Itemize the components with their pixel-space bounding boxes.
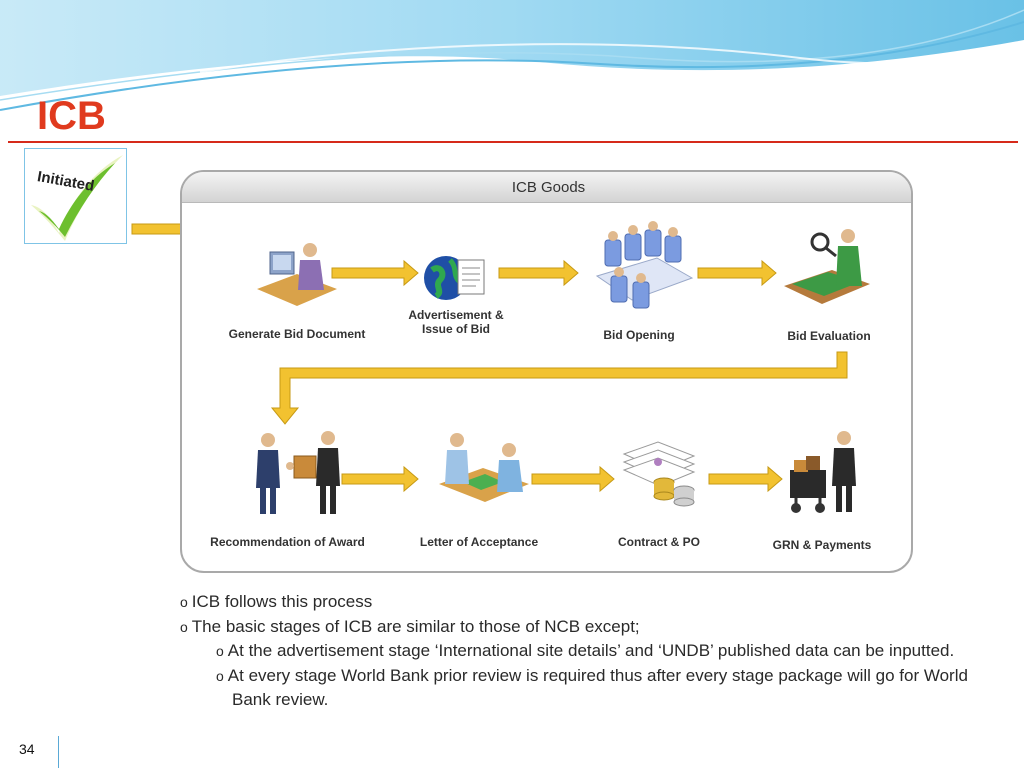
documents-coins-icon	[622, 441, 696, 507]
slide-title: ICB	[37, 94, 106, 138]
bullet-circle-icon: o	[180, 618, 188, 635]
inspector-workbench-icon	[784, 229, 870, 304]
bullet-circle-icon: o	[180, 594, 188, 610]
initiated-badge: Initiated	[24, 148, 127, 244]
flow-arrow-4	[341, 465, 419, 493]
flow-arrow-3	[697, 259, 777, 287]
page-number: 34	[19, 741, 35, 757]
stage-label-contract-po: Contract & PO	[617, 535, 700, 549]
bullet-circle-icon: o	[216, 667, 224, 684]
delivery-cart-icon	[790, 431, 856, 513]
globe-document-icon	[424, 256, 485, 300]
flow-arrow-1	[331, 259, 419, 287]
stage-label-letter-acceptance: Letter of Acceptance	[419, 535, 539, 549]
flow-arrows	[270, 259, 848, 493]
stage-label-advertisement: Advertisement & Issue of Bid	[408, 308, 504, 336]
stage-label-bid-opening: Bid Opening	[603, 328, 675, 342]
flow-arrow-2	[498, 259, 579, 287]
header-wave-decoration	[0, 0, 1024, 111]
flow-arrow-6	[708, 465, 783, 493]
panel-header	[182, 172, 911, 203]
person-at-computer-icon	[257, 243, 337, 306]
stage-label-grn-payments: GRN & Payments	[772, 538, 872, 552]
checkmark-icon	[31, 155, 123, 241]
handing-package-icon	[256, 431, 340, 514]
stage-label-bid-evaluation: Bid Evaluation	[787, 329, 871, 343]
meeting-table-icon	[595, 221, 694, 309]
title-underline	[8, 141, 1018, 143]
stage-label-recommendation: Recommendation of Award	[210, 535, 365, 549]
flow-connector	[270, 351, 848, 425]
panel-title: ICB Goods	[511, 179, 586, 196]
flow-arrow-5	[531, 465, 615, 493]
page-number-divider	[58, 736, 59, 768]
bullet-circle-icon: o	[216, 643, 224, 659]
signing-desk-icon	[439, 433, 529, 502]
stage-label-generate-bid: Generate Bid Document	[228, 327, 366, 341]
process-panel: ICB Goods Generate Bid Document	[180, 170, 913, 573]
